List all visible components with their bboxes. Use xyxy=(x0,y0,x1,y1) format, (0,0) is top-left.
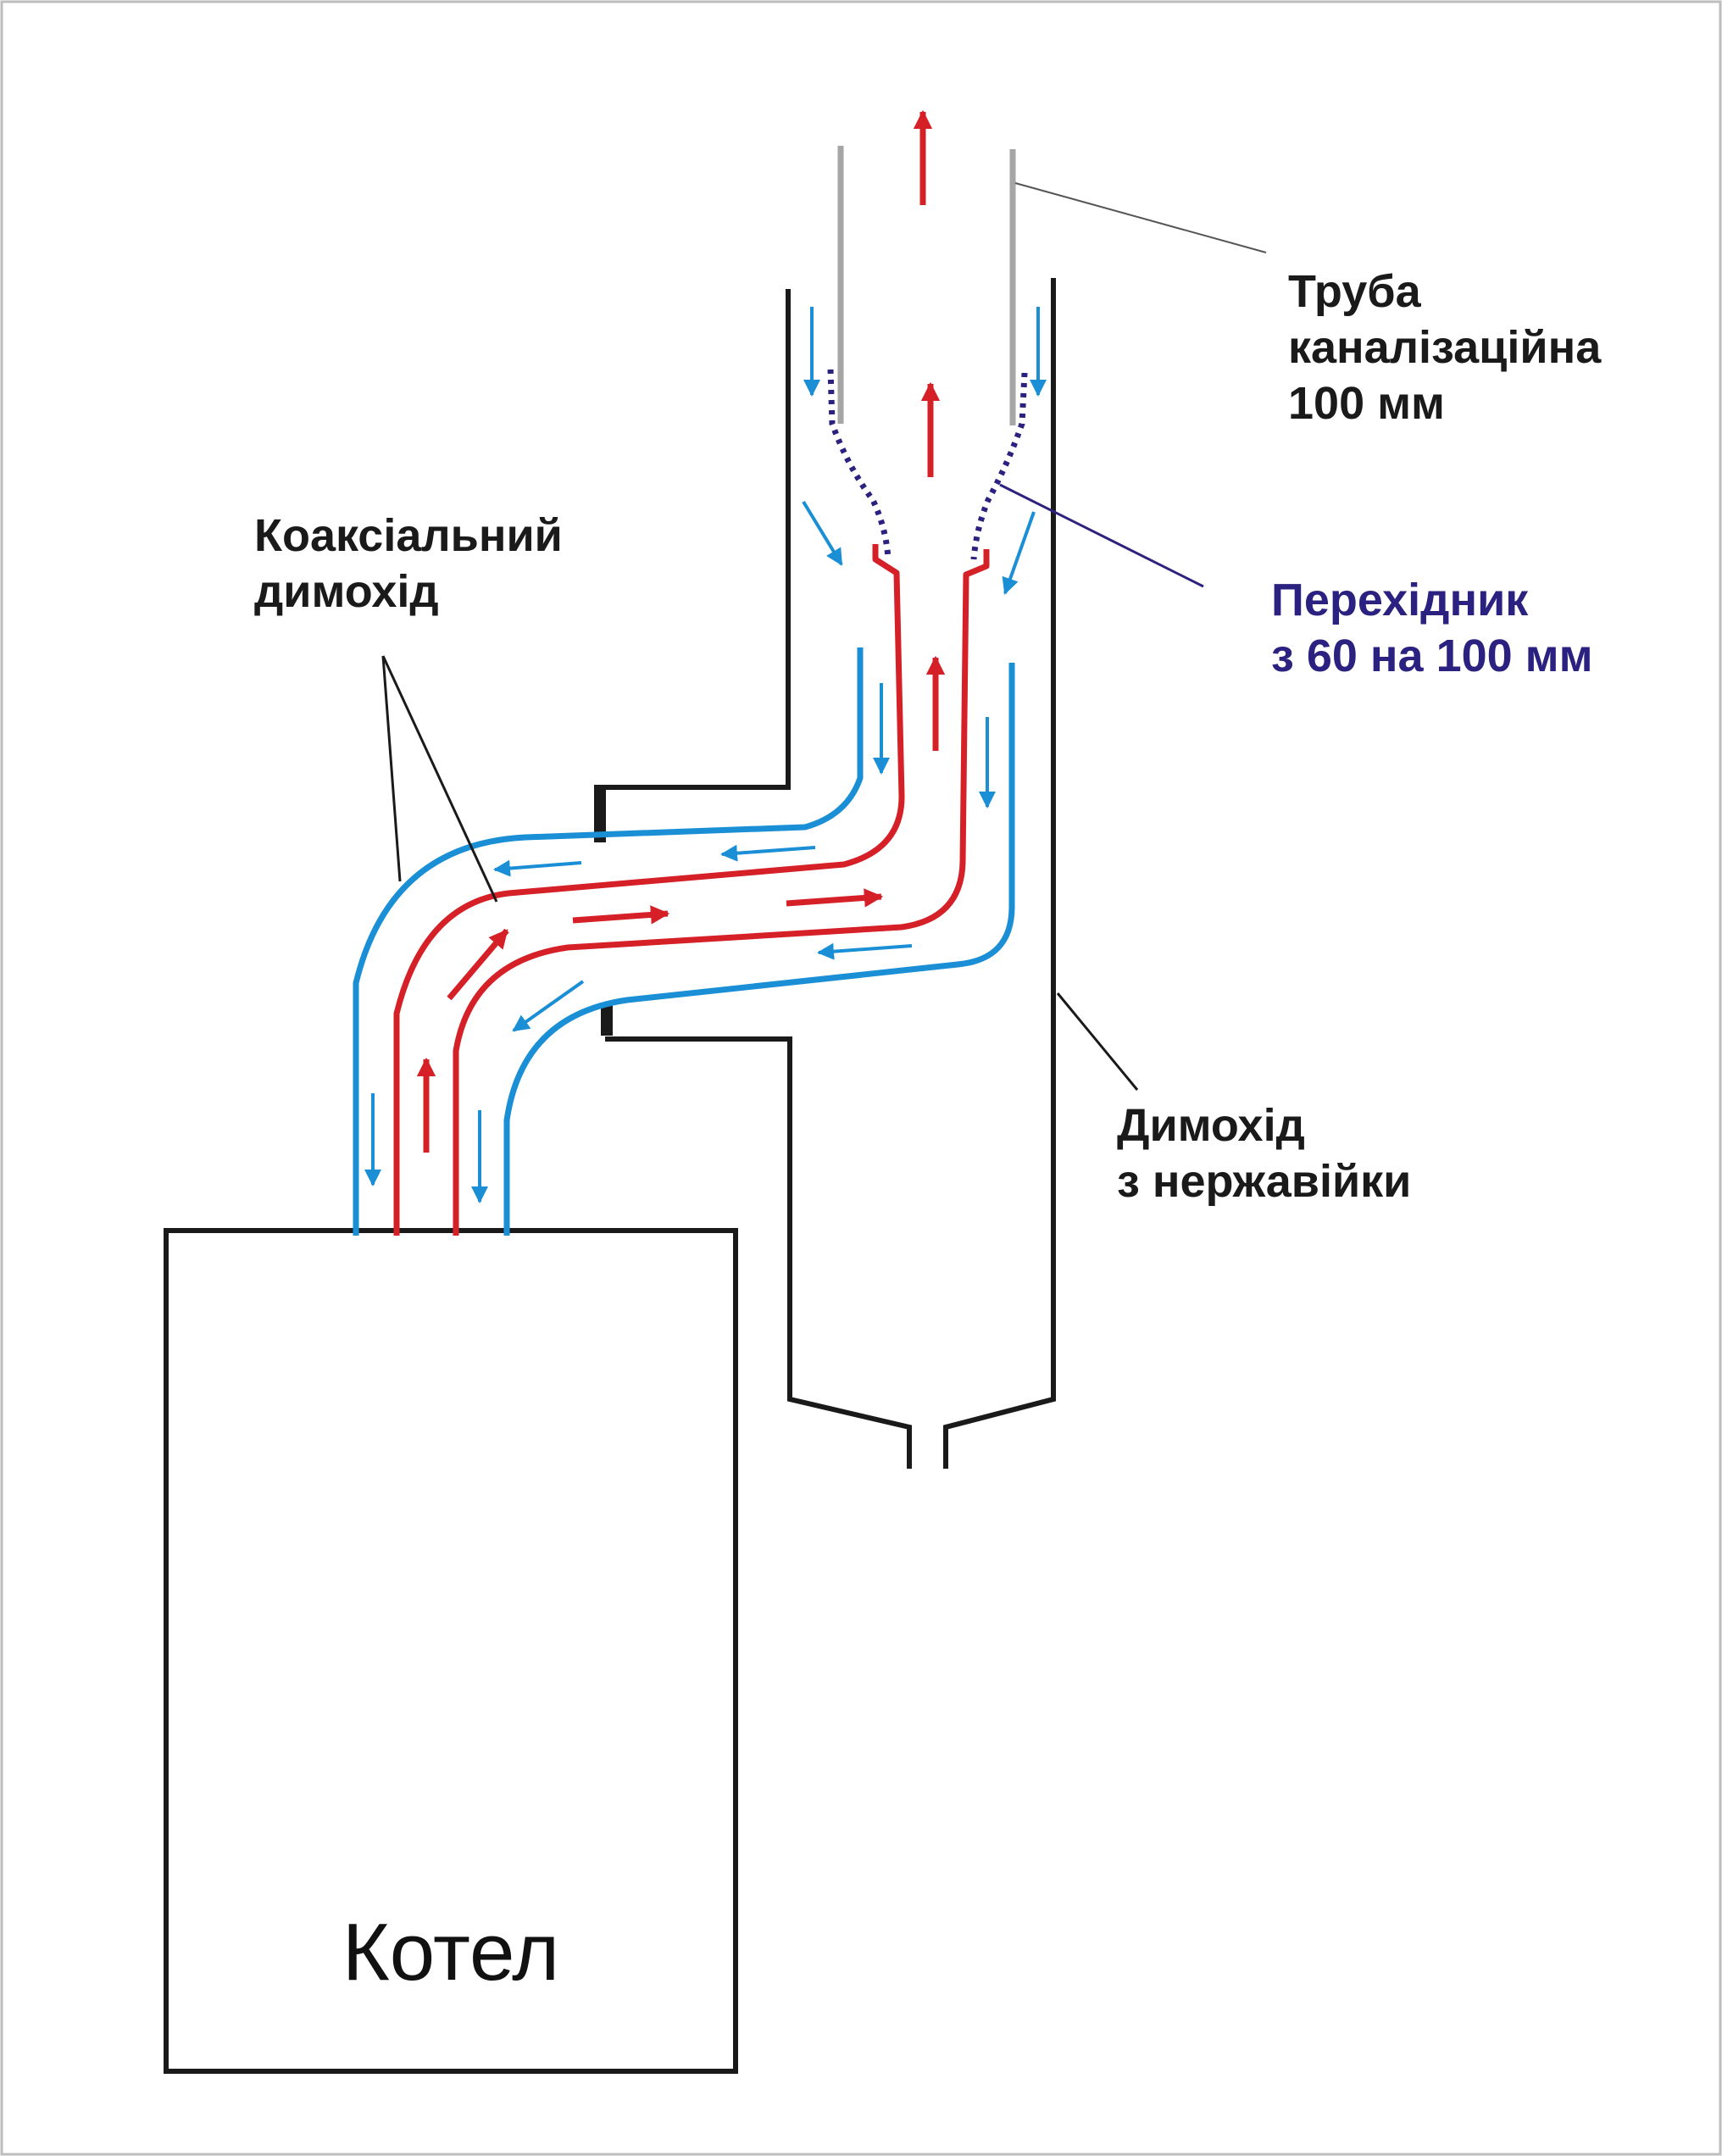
inner-wall-top xyxy=(393,544,905,1236)
cold-air-arrows xyxy=(364,307,1047,1203)
hot-arrow-right xyxy=(786,888,884,908)
label-boiler: Котел xyxy=(342,1907,559,1998)
leader-adapter xyxy=(999,483,1204,588)
stainless-chimney xyxy=(594,278,1056,1469)
coaxial-outer-pipe xyxy=(353,647,1015,1236)
adapter-right xyxy=(970,372,1028,560)
leader-stainless xyxy=(1056,992,1139,1091)
sewer-pipe xyxy=(837,146,1016,425)
leader-lines xyxy=(381,182,1267,1091)
cold-arrow-left-diag xyxy=(802,500,843,566)
boiler-box xyxy=(164,1228,738,2074)
hot-gas-arrows xyxy=(416,109,946,1153)
label-adapter-line2: з 60 на 100 мм xyxy=(1271,631,1593,681)
outer-wall-top xyxy=(353,647,864,1236)
inner-wall-bottom xyxy=(453,549,990,1236)
label-adapter-line1: Перехідник xyxy=(1271,575,1529,625)
leader-coaxial-inner xyxy=(381,655,498,903)
label-pipe-line2: каналізаційна xyxy=(1288,322,1602,373)
label-pipe-line3: 100 мм xyxy=(1288,378,1445,429)
hot-arrow-bend xyxy=(447,928,509,1001)
outer-wall-bottom xyxy=(503,663,1015,1236)
leader-coaxial-outer xyxy=(381,655,402,882)
chimney-bottom-left xyxy=(605,1036,912,1469)
cold-arrow-right-diag xyxy=(1002,511,1036,595)
label-steel-line2: з нержавійки xyxy=(1117,1156,1411,1207)
leader-sewer-pipe xyxy=(1014,182,1267,253)
cold-arrow-top-right xyxy=(720,844,816,862)
cold-arrow-top-left xyxy=(493,859,582,877)
chimney-left-wall xyxy=(603,289,791,790)
hot-arrow-middle xyxy=(572,905,670,925)
label-steel-line1: Димохід xyxy=(1117,1100,1305,1151)
coaxial-inner-pipe xyxy=(393,544,990,1236)
label-pipe-line1: Труба xyxy=(1288,266,1422,317)
cold-arrow-bend xyxy=(512,980,585,1032)
adapter xyxy=(827,369,1028,560)
label-coaxial-line1: Коаксіальний xyxy=(254,510,563,561)
adapter-left xyxy=(827,369,892,560)
cold-arrow-bottom-right xyxy=(817,942,913,960)
chimney-right-wall xyxy=(943,278,1056,1469)
label-coaxial-line2: димохід xyxy=(254,566,439,617)
